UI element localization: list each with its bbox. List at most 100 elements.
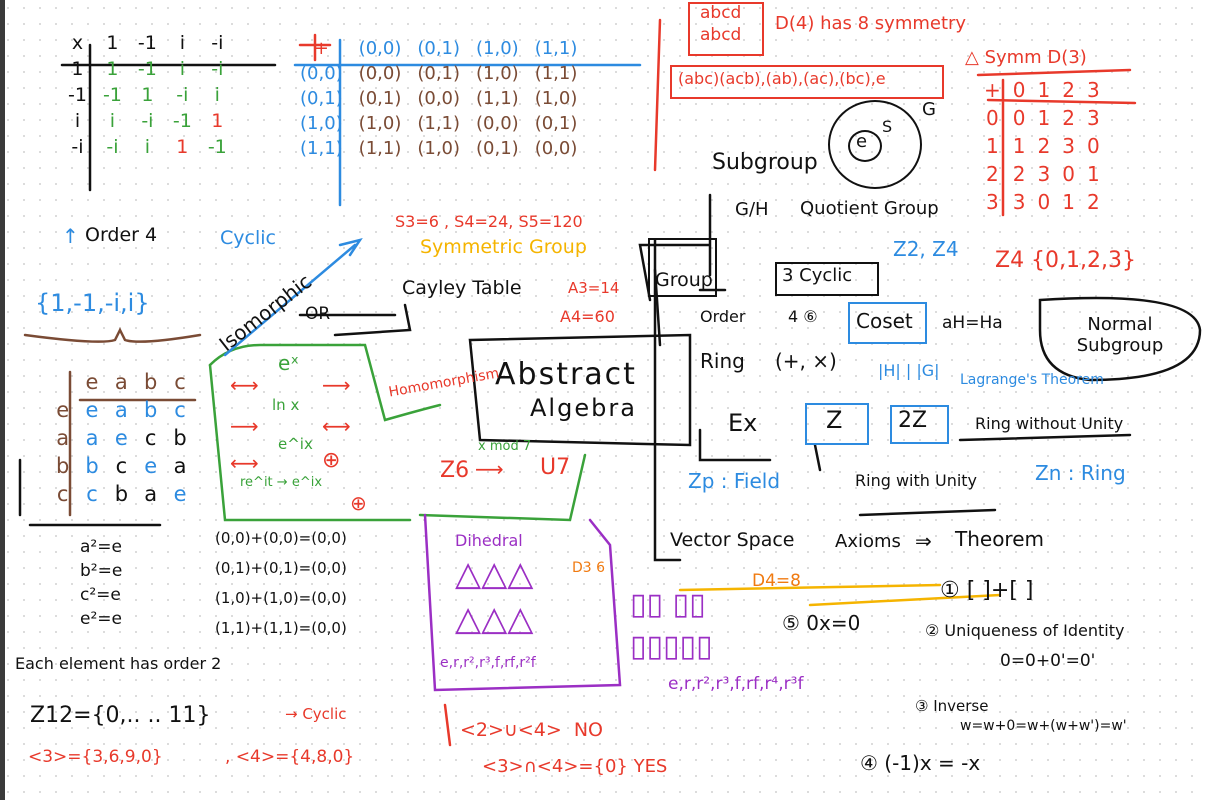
- cell: (1,1): [534, 63, 578, 84]
- cell: 1: [1012, 134, 1026, 158]
- cell: 1: [1086, 162, 1100, 186]
- header-cell: e: [85, 370, 99, 394]
- order-2-note: Each element has order 2: [15, 654, 222, 673]
- cell: -i: [211, 58, 224, 80]
- theorem-3-equation: w=w+0=w+(w+w')=w': [960, 718, 1127, 734]
- cell: a: [173, 454, 187, 478]
- 2z-box: [890, 405, 949, 444]
- square-eq: b²=e: [80, 561, 123, 581]
- cell: i: [144, 136, 151, 158]
- cell: 2: [1062, 106, 1075, 130]
- row-label: c: [56, 482, 69, 506]
- cell: i: [179, 58, 185, 80]
- row-label: (0,0): [300, 63, 343, 84]
- square-eq: e²=e: [80, 609, 122, 629]
- permutations: (abc)(acb),(ab),(ac),(bc),e: [678, 69, 886, 88]
- cell: (0,0): [476, 113, 519, 134]
- x-mod-7-label: x mod 7: [478, 439, 532, 454]
- order-4-6: 4 ⑥: [788, 307, 818, 326]
- header-cell: [48, 368, 77, 396]
- cell: (0,0): [417, 88, 461, 109]
- cell: c: [115, 454, 128, 478]
- intersection-note: <3>∩<4>={0} YES: [482, 756, 668, 777]
- even-integers-2z: 2Z: [898, 408, 928, 433]
- cell: e: [114, 426, 128, 450]
- cell: (1,1): [476, 88, 519, 109]
- map-arrow-icon: ⟶: [475, 457, 504, 481]
- dihedral-label: Dihedral: [455, 531, 523, 550]
- cell: a: [85, 426, 99, 450]
- group-g-label: G: [922, 99, 936, 120]
- cell: -1: [172, 110, 192, 132]
- up-arrow-icon: ↑: [62, 224, 79, 248]
- subgroup-s-label: S: [882, 117, 893, 136]
- cell: (1,0): [417, 138, 461, 159]
- abcd-box: [688, 2, 764, 56]
- subgroup-label: Subgroup: [712, 150, 818, 175]
- d3-elements: e,r,r²,r³,f,rf,r²f: [440, 655, 536, 671]
- row-label: (0,1): [300, 88, 343, 109]
- theorem-2: ② Uniqueness of Identity: [925, 621, 1125, 640]
- symmetric-orders: S3=6 , S4=24, S5=120: [395, 212, 583, 231]
- header-cell: 0: [1012, 78, 1026, 102]
- order-4-label: Order 4: [85, 224, 158, 246]
- row-label: a: [56, 426, 70, 450]
- header-cell: -1: [137, 32, 157, 54]
- a4-note: A4=60: [560, 307, 615, 326]
- cell: (1,0): [534, 88, 578, 109]
- cell: i: [109, 110, 116, 132]
- cell: c: [144, 426, 157, 450]
- header-cell: b: [144, 370, 158, 394]
- d4-8-note: D4=8: [752, 571, 801, 591]
- header-cell: a: [114, 370, 128, 394]
- cell: 0: [1012, 106, 1026, 130]
- cell: 1: [1062, 190, 1075, 214]
- u7-label: U7: [540, 455, 571, 480]
- double-arrow-icon: ⟷: [322, 414, 351, 438]
- circle-plus-icon: ⊕: [322, 448, 341, 473]
- lagrange-condition: |H| | |G|: [878, 361, 940, 380]
- axioms-label: Axioms: [835, 531, 901, 552]
- cyclic-box: [775, 262, 879, 296]
- cell: 2: [1037, 134, 1051, 158]
- double-arrow-icon: ⟷: [230, 373, 259, 397]
- group-circle: [828, 100, 922, 189]
- square-eq: a²=e: [80, 537, 122, 557]
- cell: c: [86, 482, 98, 506]
- header-cell: +: [984, 78, 1001, 102]
- table-row: (1,0)(1,0)(1,1)(0,0)(0,1): [292, 111, 585, 136]
- subgroup-3: <3>={3,6,9,0}: [28, 747, 163, 767]
- or-label: OR: [305, 304, 331, 324]
- cell: -1: [102, 84, 122, 106]
- cell: b: [173, 426, 187, 450]
- cell: 0: [1086, 134, 1100, 158]
- abcd-top: abcd: [700, 3, 742, 23]
- triangle-icon: △△△: [455, 554, 534, 594]
- cell: 2: [1086, 190, 1100, 214]
- zp-field: Zp : Field: [688, 469, 781, 493]
- cyclic-label: Cyclic: [220, 227, 276, 249]
- vector-space-label: Vector Space: [670, 529, 795, 551]
- theorem-1: ① [ ]+[ ]: [940, 578, 1034, 603]
- exp-function: eˣ: [278, 351, 300, 375]
- header-cell: (0,1): [417, 38, 461, 59]
- cell: i: [214, 84, 220, 106]
- row-label: e: [56, 398, 70, 422]
- cell: -i: [141, 110, 154, 132]
- cell: b: [144, 398, 158, 422]
- lagrange-theorem: Lagrange's Theorem: [960, 372, 1104, 388]
- ring-without-unity: Ring without Unity: [975, 414, 1124, 433]
- cell: 3: [1062, 134, 1075, 158]
- header-cell: -i: [211, 32, 224, 54]
